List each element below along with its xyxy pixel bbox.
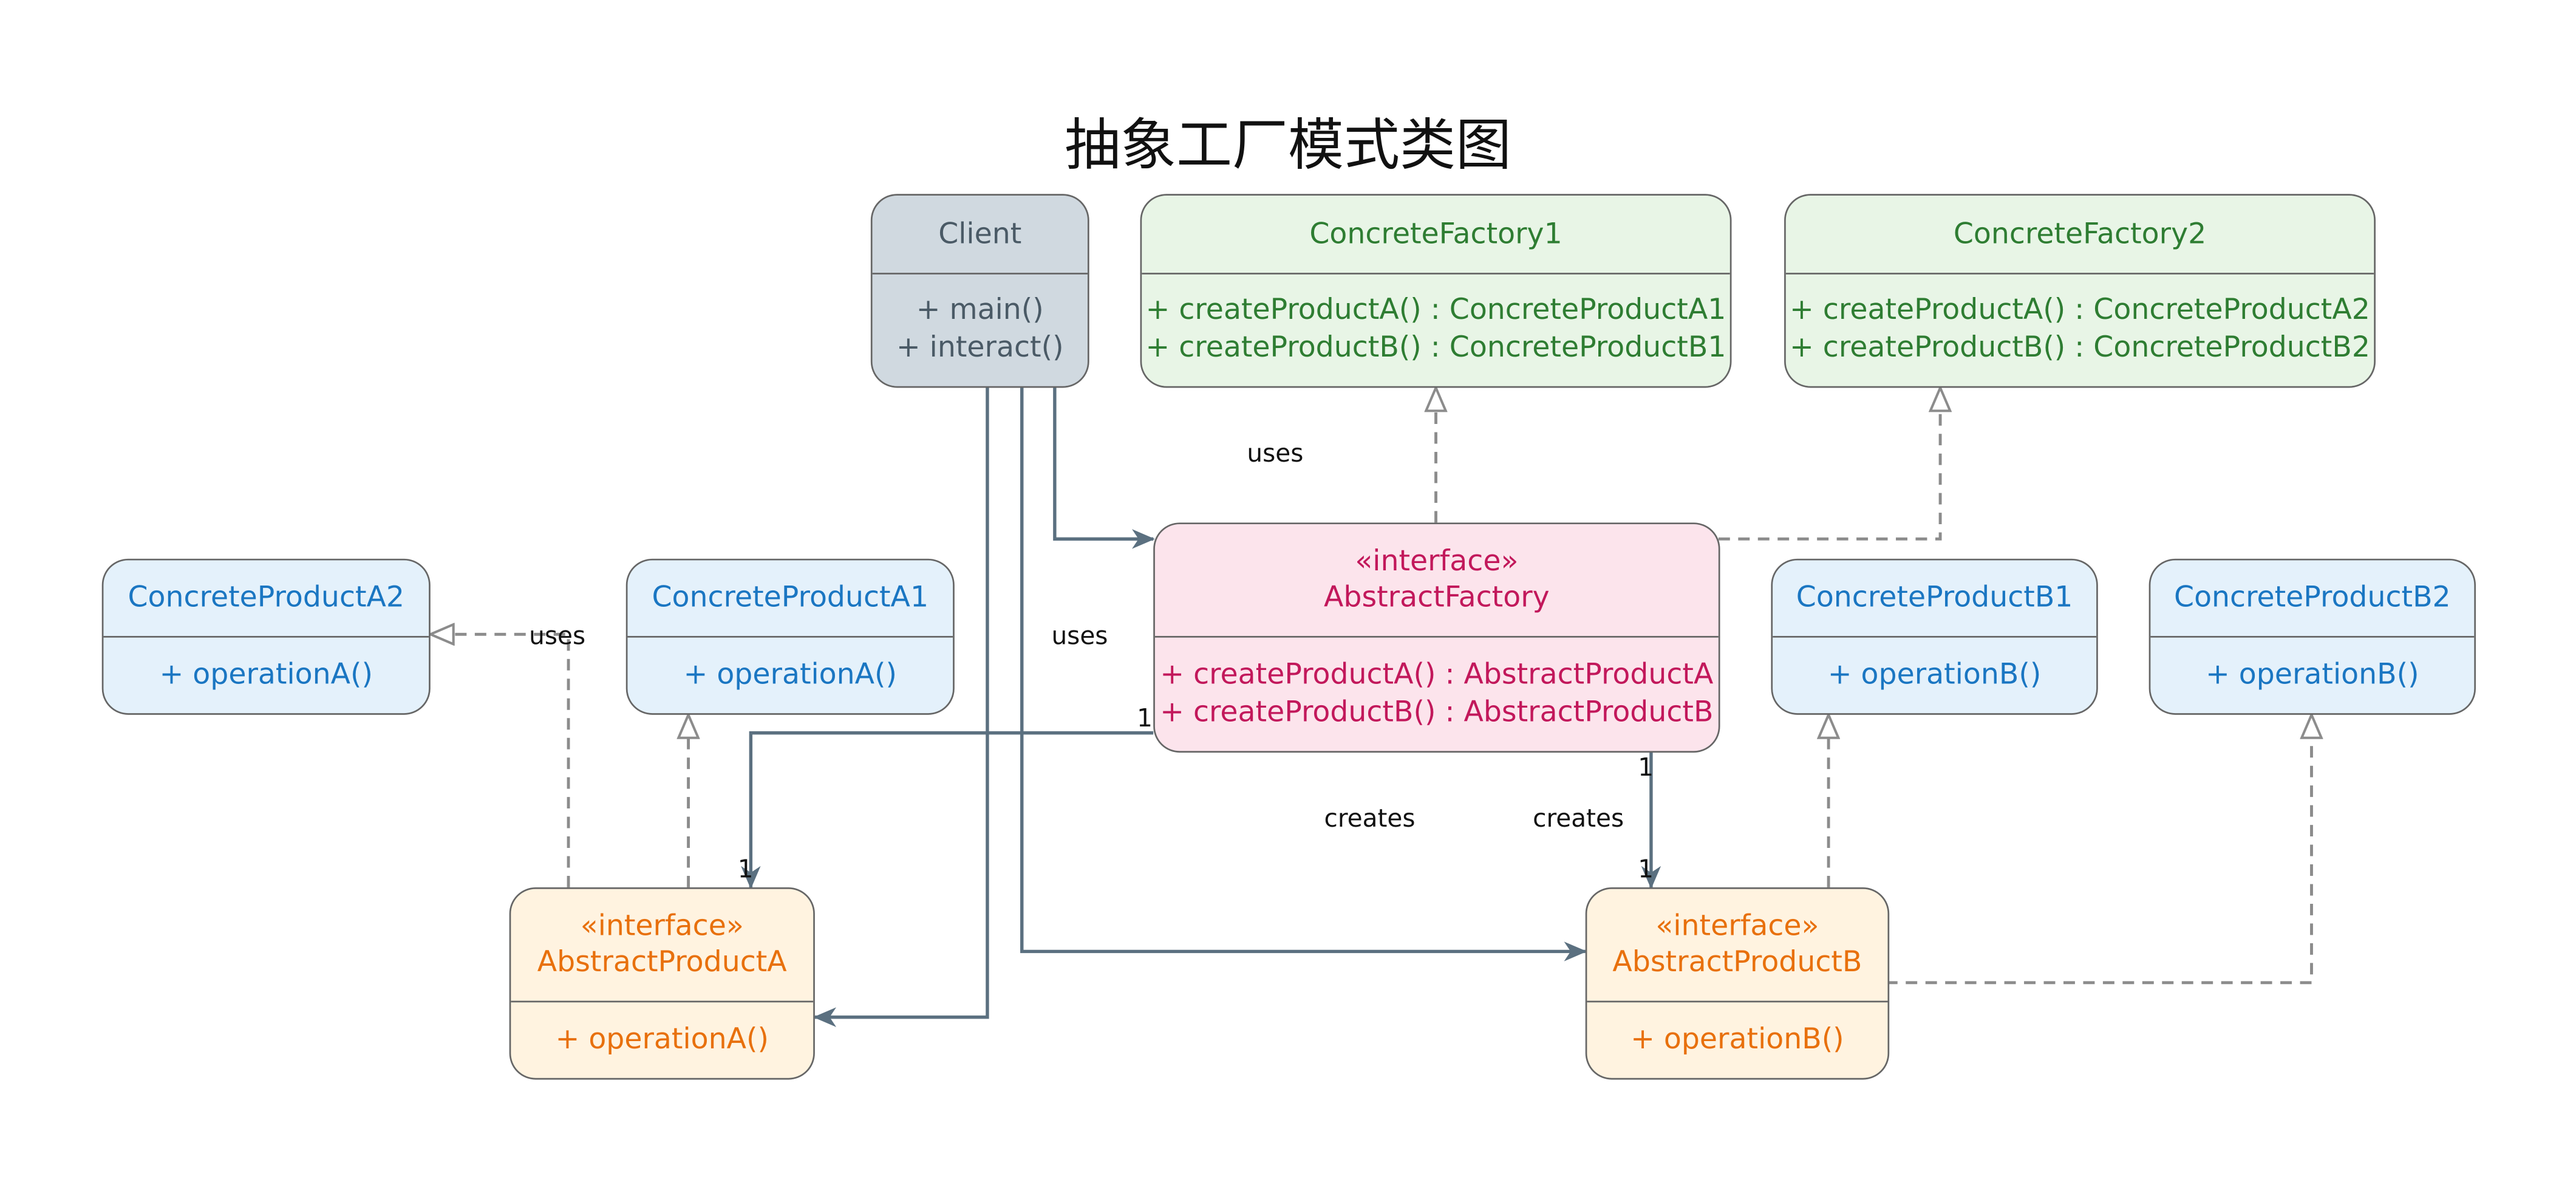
multiplicity-a-end: 1 [737,854,754,884]
class-concrete-factory-1-methods: + createProductA() : ConcreteProductA1 +… [1142,275,1730,386]
method: + createProductA() : AbstractProductA [1160,658,1714,691]
class-name: AbstractProductA [537,946,787,980]
diagram-title: 抽象工厂模式类图 [1065,113,1511,179]
class-concrete-product-b2-methods: + operationB() [2150,638,2474,713]
class-concrete-factory-2[interactable]: ConcreteFactory2 + createProductA() : Co… [1784,194,2376,388]
class-concrete-factory-2-methods: + createProductA() : ConcreteProductA2 +… [1786,275,2374,386]
class-abstract-factory-header: «interface» AbstractFactory [1154,524,1719,638]
class-name: ConcreteFactory1 [1309,217,1562,251]
class-concrete-product-b1[interactable]: ConcreteProductB1 + operationB() [1771,558,2098,715]
assoc-client-to-abstract-product-a [813,388,989,1027]
method: + operationB() [1630,1023,1844,1056]
class-name: AbstractProductB [1612,946,1862,980]
class-abstract-product-b[interactable]: «interface» AbstractProductB + operation… [1585,887,1890,1080]
multiplicity-b-end: 1 [1638,854,1654,884]
edge-label-creates-b: creates [1533,803,1624,833]
class-concrete-product-b1-header: ConcreteProductB1 [1773,561,2097,638]
realization-b2-to-abstract-product-b [1886,715,2312,985]
method: + main() [916,294,1044,327]
class-client[interactable]: Client + main() + interact() [870,194,1089,388]
class-concrete-product-b2-header: ConcreteProductB2 [2150,561,2475,638]
class-concrete-product-a2-header: ConcreteProductA2 [103,561,429,638]
class-name: ConcreteFactory2 [1953,217,2207,251]
class-concrete-product-a2-methods: + operationA() [103,638,429,713]
class-client-methods: + main() + interact() [873,275,1088,386]
class-abstract-product-a-header: «interface» AbstractProductA [511,889,814,1003]
class-concrete-product-b1-methods: + operationB() [1773,638,2096,713]
method: + operationB() [1827,658,2042,691]
method: + operationB() [2206,658,2419,691]
multiplicity-factory-to-a: 1 [1137,703,1153,733]
edge-label-creates-a: creates [1324,803,1416,833]
realization-a2-to-abstract-product-a [431,634,570,887]
class-abstract-factory-methods: + createProductA() : AbstractProductA + … [1155,638,1719,751]
stereotype-label: «interface» [1355,545,1519,579]
class-abstract-product-a-methods: + operationA() [511,1002,813,1078]
class-name: ConcreteProductB2 [2174,581,2451,615]
class-name: ConcreteProductB1 [1796,581,2073,615]
method: + createProductB() : ConcreteProductB1 [1145,332,1726,365]
stereotype-label: «interface» [1655,910,1819,943]
class-concrete-product-a2[interactable]: ConcreteProductA2 + operationA() [101,558,431,715]
method: + operationA() [555,1023,769,1056]
class-concrete-factory-2-header: ConcreteFactory2 [1785,196,2374,275]
multiplicity-factory-to-b: 1 [1638,753,1654,782]
edge-label-uses-client: uses [1051,621,1108,651]
method: + operationA() [159,658,373,691]
class-name: ConcreteProductA2 [128,581,405,615]
stereotype-label: «interface» [580,910,744,943]
assoc-client-to-abstract-product-b [1020,388,1587,962]
edge-label-uses-a2: uses [529,621,586,651]
class-abstract-product-a[interactable]: «interface» AbstractProductA + operation… [509,887,815,1080]
method: + createProductA() : ConcreteProductA1 [1145,294,1726,327]
class-name: AbstractFactory [1324,581,1550,615]
class-concrete-product-a1[interactable]: ConcreteProductA1 + operationA() [625,558,955,715]
class-client-header: Client [872,196,1088,275]
method: + createProductB() : AbstractProductB [1160,695,1714,729]
class-abstract-product-b-header: «interface» AbstractProductB [1587,889,1888,1003]
assoc-factory-creates-product-a [741,731,1154,889]
class-abstract-product-b-methods: + operationB() [1587,1002,1887,1078]
class-name: ConcreteProductA1 [652,581,929,615]
class-abstract-factory[interactable]: «interface» AbstractFactory + createProd… [1153,522,1720,753]
method: + interact() [896,332,1064,365]
class-concrete-product-a1-header: ConcreteProductA1 [627,561,953,638]
method: + createProductA() : ConcreteProductA2 [1790,294,2370,327]
class-name: Client [938,217,1022,251]
class-concrete-factory-1-header: ConcreteFactory1 [1142,196,1730,275]
edge-label-uses-factory: uses [1247,439,1304,469]
class-concrete-product-a1-methods: + operationA() [627,638,953,713]
realization-cf2-to-abstract-factory [1718,388,1940,541]
method: + createProductB() : ConcreteProductB2 [1790,332,2371,365]
assoc-client-to-abstract-factory [1053,388,1155,549]
class-concrete-product-b2[interactable]: ConcreteProductB2 + operationB() [2148,558,2476,715]
method: + operationA() [683,658,897,691]
class-concrete-factory-1[interactable]: ConcreteFactory1 + createProductA() : Co… [1140,194,1732,388]
